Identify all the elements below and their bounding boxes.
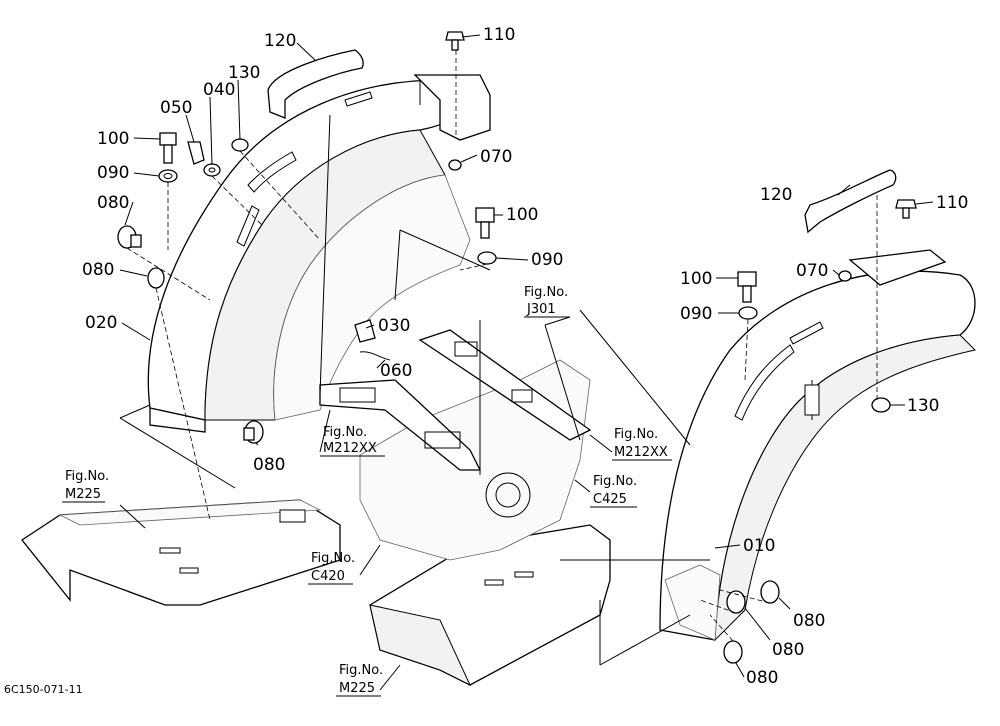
plug-080-c (243, 420, 264, 444)
part-label-110-left: 110 (483, 25, 515, 45)
part-label-100-right: 100 (680, 269, 712, 289)
leader-lines (119, 34, 934, 691)
plug-080-b (147, 267, 165, 289)
part-label-020: 020 (85, 313, 117, 333)
part-label-080-d: 080 (793, 611, 825, 631)
part-label-100-mid: 100 (506, 205, 538, 225)
plug-080-a (117, 225, 142, 249)
right-handle-120 (804, 169, 897, 234)
nut-090-left (158, 169, 178, 183)
fig-ref-m212-left-prefix: Fig.No. (323, 425, 367, 440)
fig-ref-c420-prefix: Fig.No. (311, 551, 355, 566)
plug-080-f (723, 640, 743, 664)
left-fender-020 (147, 74, 491, 433)
left-floor-plate (21, 499, 341, 606)
fig-ref-m225-bottom: Fig.No. M225 (336, 663, 383, 697)
right-floor-plate (369, 524, 611, 687)
fig-ref-m225-left-prefix: Fig.No. (65, 469, 109, 484)
pin-060 (359, 351, 391, 361)
nut-090-right (738, 306, 758, 320)
plug-110-right (895, 199, 917, 219)
fig-ref-m212-left-code: M212XX (323, 441, 377, 456)
fig-ref-j301-code: J301 (526, 302, 556, 317)
fig-ref-m225-bottom-code: M225 (339, 681, 375, 696)
fig-ref-c425-prefix: Fig.No. (593, 474, 637, 489)
fig-ref-c420-code: C420 (311, 569, 345, 584)
part-label-030: 030 (378, 316, 410, 336)
nut-070-right (838, 270, 852, 282)
fig-ref-j301: Fig.No. J301 (524, 285, 570, 318)
part-label-080-e: 080 (772, 640, 804, 660)
fig-ref-j301-prefix: Fig.No. (524, 285, 568, 300)
diagram-code: 6C150-071-11 (4, 683, 83, 696)
part-label-090-mid: 090 (531, 250, 563, 270)
nut-070-left (448, 159, 462, 171)
fitting-050 (187, 141, 205, 165)
bolt-100-mid (475, 207, 495, 239)
part-label-090-left: 090 (97, 163, 129, 183)
part-label-090-right: 090 (680, 304, 712, 324)
nut-090-mid (477, 251, 497, 265)
assembly-lines (119, 50, 878, 666)
part-label-050: 050 (160, 98, 192, 118)
grommet-130-right (871, 397, 891, 413)
fig-ref-m212-right-prefix: Fig.No. (614, 427, 658, 442)
part-label-080-b: 080 (82, 260, 114, 280)
plug-080-d (760, 580, 780, 604)
part-label-070-right: 070 (796, 261, 828, 281)
washer-040 (203, 163, 221, 177)
frame-assembly (319, 329, 592, 561)
part-label-040: 040 (203, 80, 235, 100)
part-label-130-right: 130 (907, 396, 939, 416)
part-label-060: 060 (380, 361, 412, 381)
part-label-100-left: 100 (97, 129, 129, 149)
part-label-080-a: 080 (97, 193, 129, 213)
part-label-080-c: 080 (253, 455, 285, 475)
part-label-080-f: 080 (746, 668, 778, 688)
clip-030 (354, 319, 376, 343)
part-label-130-left: 130 (228, 63, 260, 83)
grommet-130-left (231, 138, 249, 152)
part-label-070-left: 070 (480, 147, 512, 167)
left-handle-120 (267, 49, 364, 119)
fig-ref-m225-bottom-prefix: Fig.No. (339, 663, 383, 678)
fig-ref-c425-code: C425 (593, 492, 627, 507)
fig-ref-c425: Fig.No. C425 (590, 474, 637, 508)
fig-ref-m225-left-code: M225 (65, 487, 101, 502)
bolt-100-left (159, 132, 177, 164)
fig-ref-m212-left: Fig.No. M212XX (320, 425, 385, 457)
fig-ref-m225-left: Fig.No. M225 (62, 469, 109, 503)
part-label-010: 010 (743, 536, 775, 556)
fig-ref-c420: Fig.No. C420 (308, 551, 355, 585)
part-label-110-right: 110 (936, 193, 968, 213)
part-label-120-right: 120 (760, 185, 792, 205)
fig-ref-m212-right: Fig.No. M212XX (612, 427, 672, 461)
plug-110-left (445, 31, 465, 51)
fig-ref-m212-right-code: M212XX (614, 445, 668, 460)
part-label-120-left: 120 (264, 31, 296, 51)
bolt-100-right (737, 271, 757, 303)
